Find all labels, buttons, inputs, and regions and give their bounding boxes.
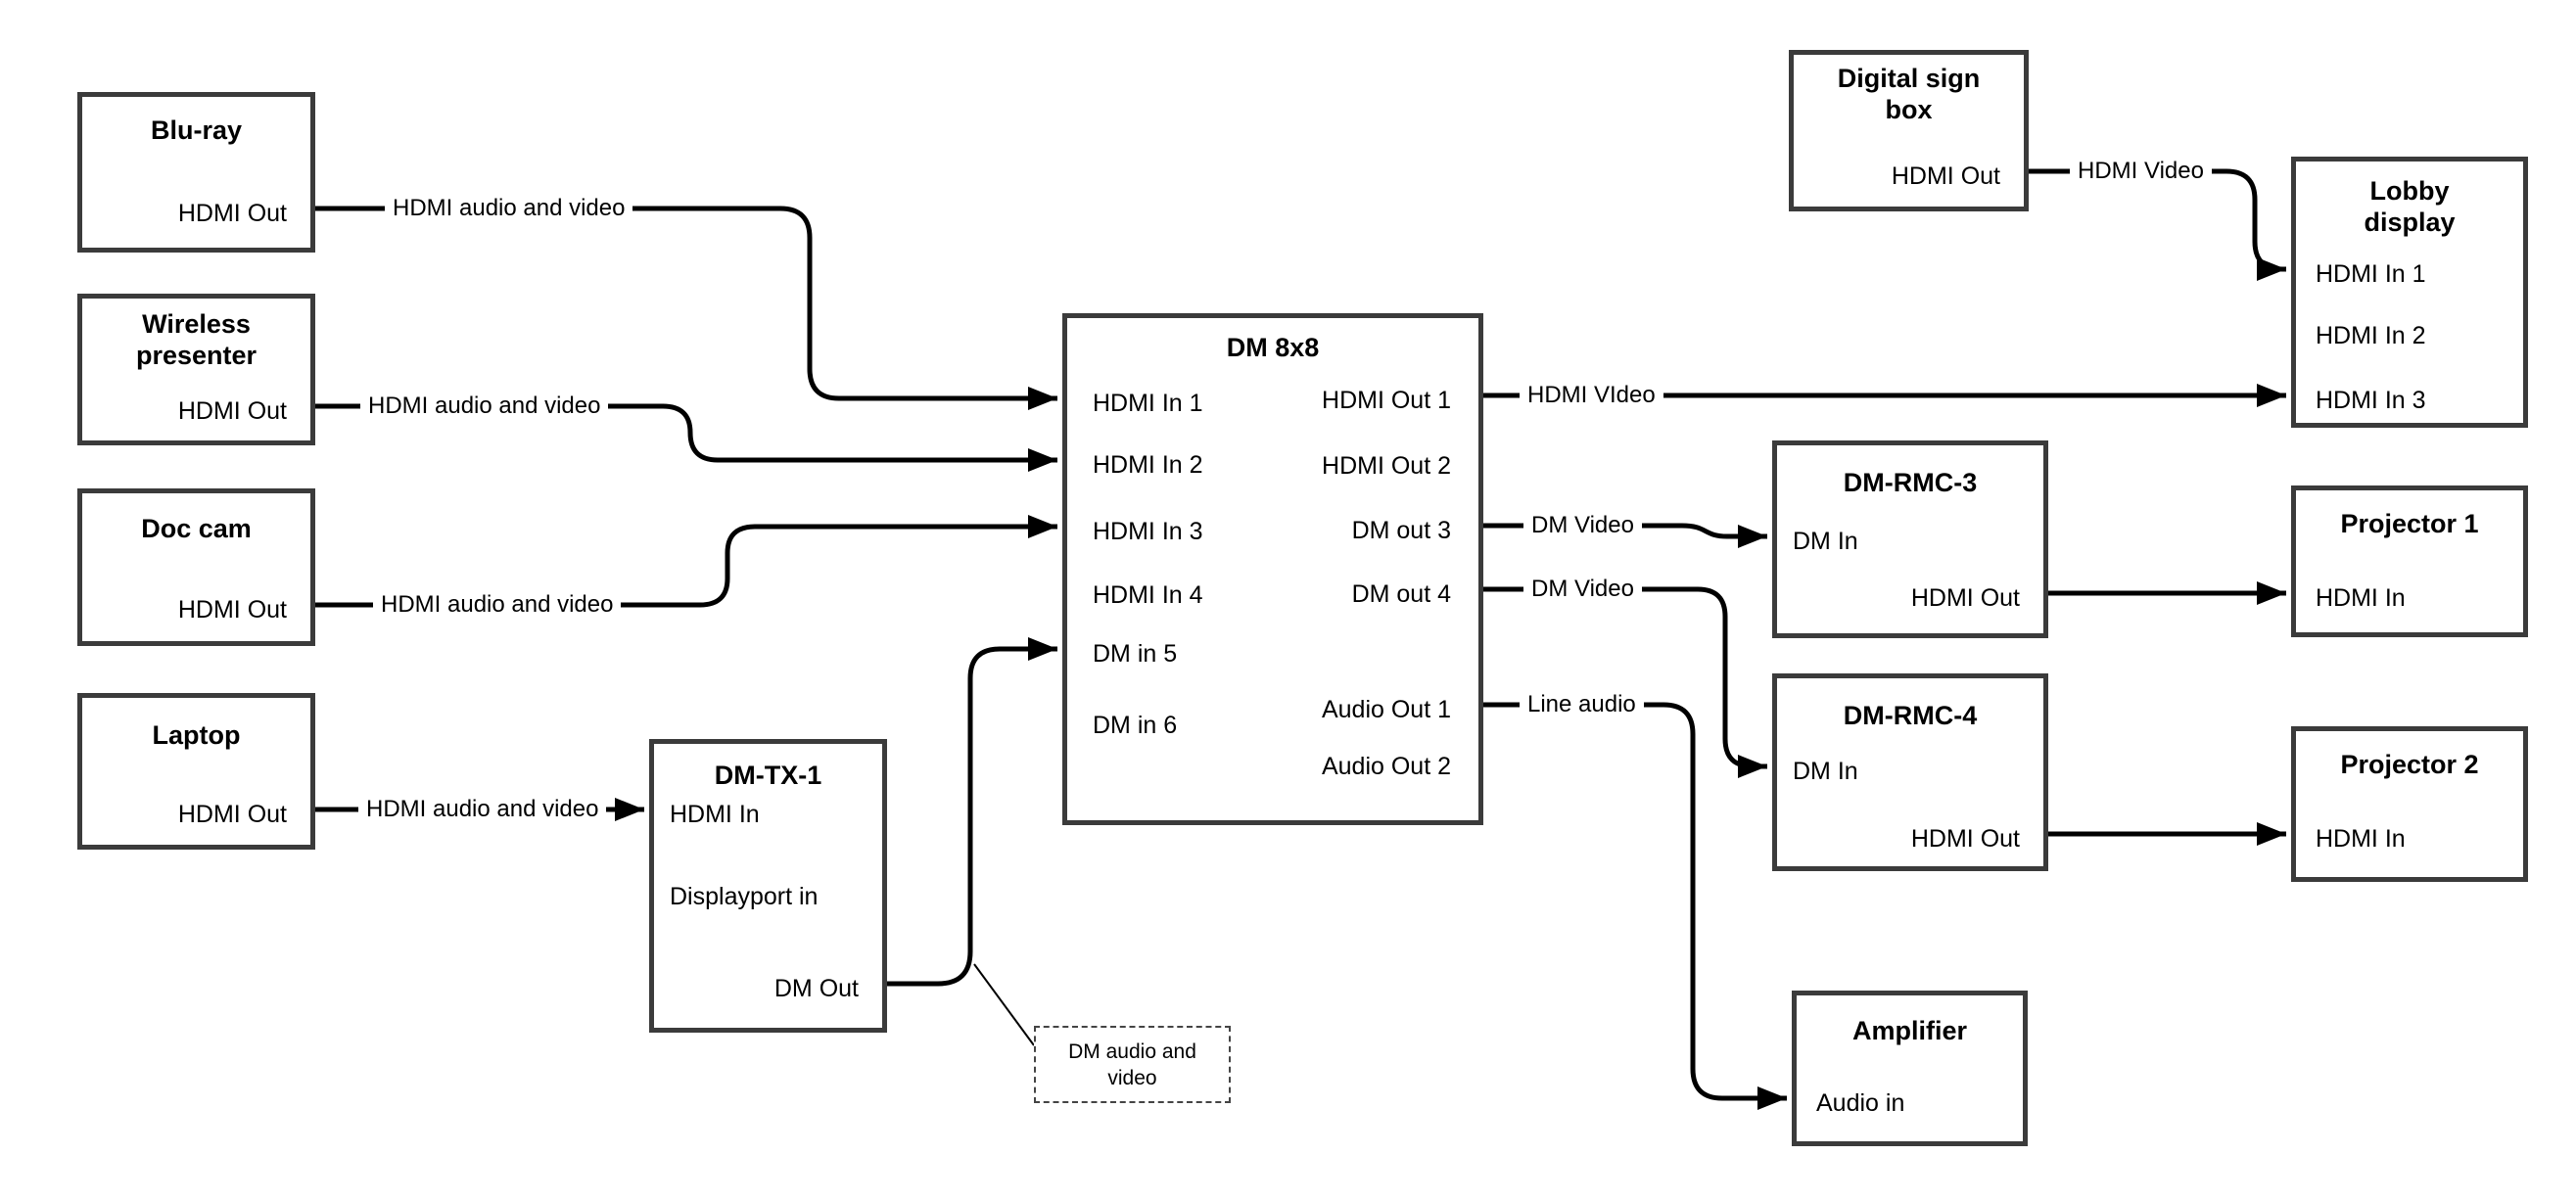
node-dm-rmc-4: DM-RMC-4 DM In HDMI Out <box>1772 673 2048 871</box>
port-hdmi-in-3: HDMI In 3 <box>1093 518 1203 545</box>
port-dm-in-6: DM in 6 <box>1093 712 1178 739</box>
node-title: Blu-ray <box>150 115 243 145</box>
wire-dm8x8-out4-to-rmc4 <box>1483 586 1767 778</box>
node-digital-sign-box: Digital sign box HDMI Out <box>1789 50 2029 211</box>
wire-label-hdmi-out1: HDMI VIdeo <box>1520 379 1663 412</box>
port-hdmi-out: HDMI Out <box>177 200 287 227</box>
wire-dm8x8-out3-to-rmc3 <box>1483 523 1767 548</box>
port-hdmi-out-2: HDMI Out 2 <box>1322 452 1451 480</box>
wire-label-doccam-hdmi: HDMI audio and video <box>373 588 622 622</box>
wire-dm8x8-audio1-to-amp <box>1483 702 1787 1110</box>
wire-signbox-to-lobby-in1 <box>2029 168 2286 281</box>
port-dm-in-5: DM in 5 <box>1093 640 1178 668</box>
callout-leader-line <box>973 963 1035 1046</box>
port-displayport-in: Displayport in <box>670 883 819 910</box>
port-hdmi-in-3: HDMI In 3 <box>2316 387 2426 414</box>
wire-label-dm-out4: DM Video <box>1523 573 1642 606</box>
node-projector-2: Projector 2 HDMI In <box>2291 726 2528 882</box>
port-hdmi-in-2: HDMI In 2 <box>1093 451 1203 479</box>
port-hdmi-out: HDMI Out <box>1891 162 2000 190</box>
callout-dm-audio-video: DM audio and video <box>1034 1026 1231 1103</box>
port-audio-out-2: Audio Out 2 <box>1321 753 1451 780</box>
wire-label-laptop-hdmi: HDMI audio and video <box>358 793 607 826</box>
port-hdmi-out: HDMI Out <box>1910 825 2020 853</box>
port-hdmi-out: HDMI Out <box>1910 584 2020 612</box>
port-dm-in: DM In <box>1793 758 1858 785</box>
port-dm-out-4: DM out 4 <box>1351 580 1451 608</box>
node-title: Amplifier <box>1851 1016 1968 1045</box>
port-hdmi-out: HDMI Out <box>177 397 287 425</box>
node-title: Projector 2 <box>2340 750 2479 779</box>
port-hdmi-in-1: HDMI In 1 <box>1093 390 1203 417</box>
wire-wireless-to-dm8x8-in2 <box>315 403 1057 472</box>
port-hdmi-out: HDMI Out <box>177 801 287 828</box>
wire-label-dm-out3: DM Video <box>1523 509 1642 542</box>
port-hdmi-in: HDMI In <box>670 801 760 828</box>
node-laptop: Laptop HDMI Out <box>77 693 315 850</box>
node-dm-rmc-3: DM-RMC-3 DM In HDMI Out <box>1772 440 2048 638</box>
node-title: Laptop <box>152 720 241 750</box>
port-audio-in: Audio in <box>1816 1089 1905 1117</box>
wire-label-bluray-hdmi: HDMI audio and video <box>385 192 633 225</box>
node-title: Lobby display <box>2364 176 2456 237</box>
node-title: DM-TX-1 <box>714 761 822 790</box>
node-projector-1: Projector 1 HDMI In <box>2291 485 2528 637</box>
node-lobby-display: Lobby display HDMI In 1 HDMI In 2 HDMI I… <box>2291 157 2528 428</box>
wire-doccam-to-dm8x8-in3 <box>315 515 1057 608</box>
port-dm-out: DM Out <box>773 975 859 1002</box>
node-title: Wireless presenter <box>135 309 258 370</box>
port-hdmi-out-1: HDMI Out 1 <box>1322 387 1451 414</box>
port-hdmi-in: HDMI In <box>2316 825 2406 853</box>
node-dm-8x8: DM 8x8 HDMI In 1 HDMI In 2 HDMI In 3 HDM… <box>1062 313 1483 825</box>
wire-label-wireless-hdmi: HDMI audio and video <box>360 390 609 423</box>
port-hdmi-in-4: HDMI In 4 <box>1093 581 1203 609</box>
port-hdmi-in: HDMI In <box>2316 584 2406 612</box>
port-dm-out-3: DM out 3 <box>1351 517 1451 544</box>
wire-label-line-audio: Line audio <box>1520 688 1644 721</box>
port-dm-in: DM In <box>1793 528 1858 555</box>
port-audio-out-1: Audio Out 1 <box>1321 696 1451 723</box>
port-hdmi-out: HDMI Out <box>177 596 287 624</box>
port-hdmi-in-1: HDMI In 1 <box>2316 260 2426 288</box>
node-title: Projector 1 <box>2340 509 2479 538</box>
node-title: DM-RMC-4 <box>1843 701 1978 730</box>
node-title: Doc cam <box>141 514 252 543</box>
node-dm-tx-1: DM-TX-1 HDMI In Displayport in DM Out <box>649 739 887 1033</box>
wire-dmtx1-to-dm8x8-in5 <box>887 637 1057 987</box>
node-title: Digital sign box <box>1837 64 1981 124</box>
node-wireless-presenter: Wireless presenter HDMI Out <box>77 294 315 445</box>
wire-bluray-to-dm8x8-in1 <box>315 206 1057 410</box>
node-bluray: Blu-ray HDMI Out <box>77 92 315 253</box>
node-title: DM 8x8 <box>1226 333 1320 362</box>
port-hdmi-in-2: HDMI In 2 <box>2316 322 2426 349</box>
node-title: DM-RMC-3 <box>1843 468 1978 497</box>
node-amplifier: Amplifier Audio in <box>1792 991 2028 1146</box>
node-doc-cam: Doc cam HDMI Out <box>77 488 315 646</box>
wire-label-signbox-video: HDMI Video <box>2070 155 2212 188</box>
